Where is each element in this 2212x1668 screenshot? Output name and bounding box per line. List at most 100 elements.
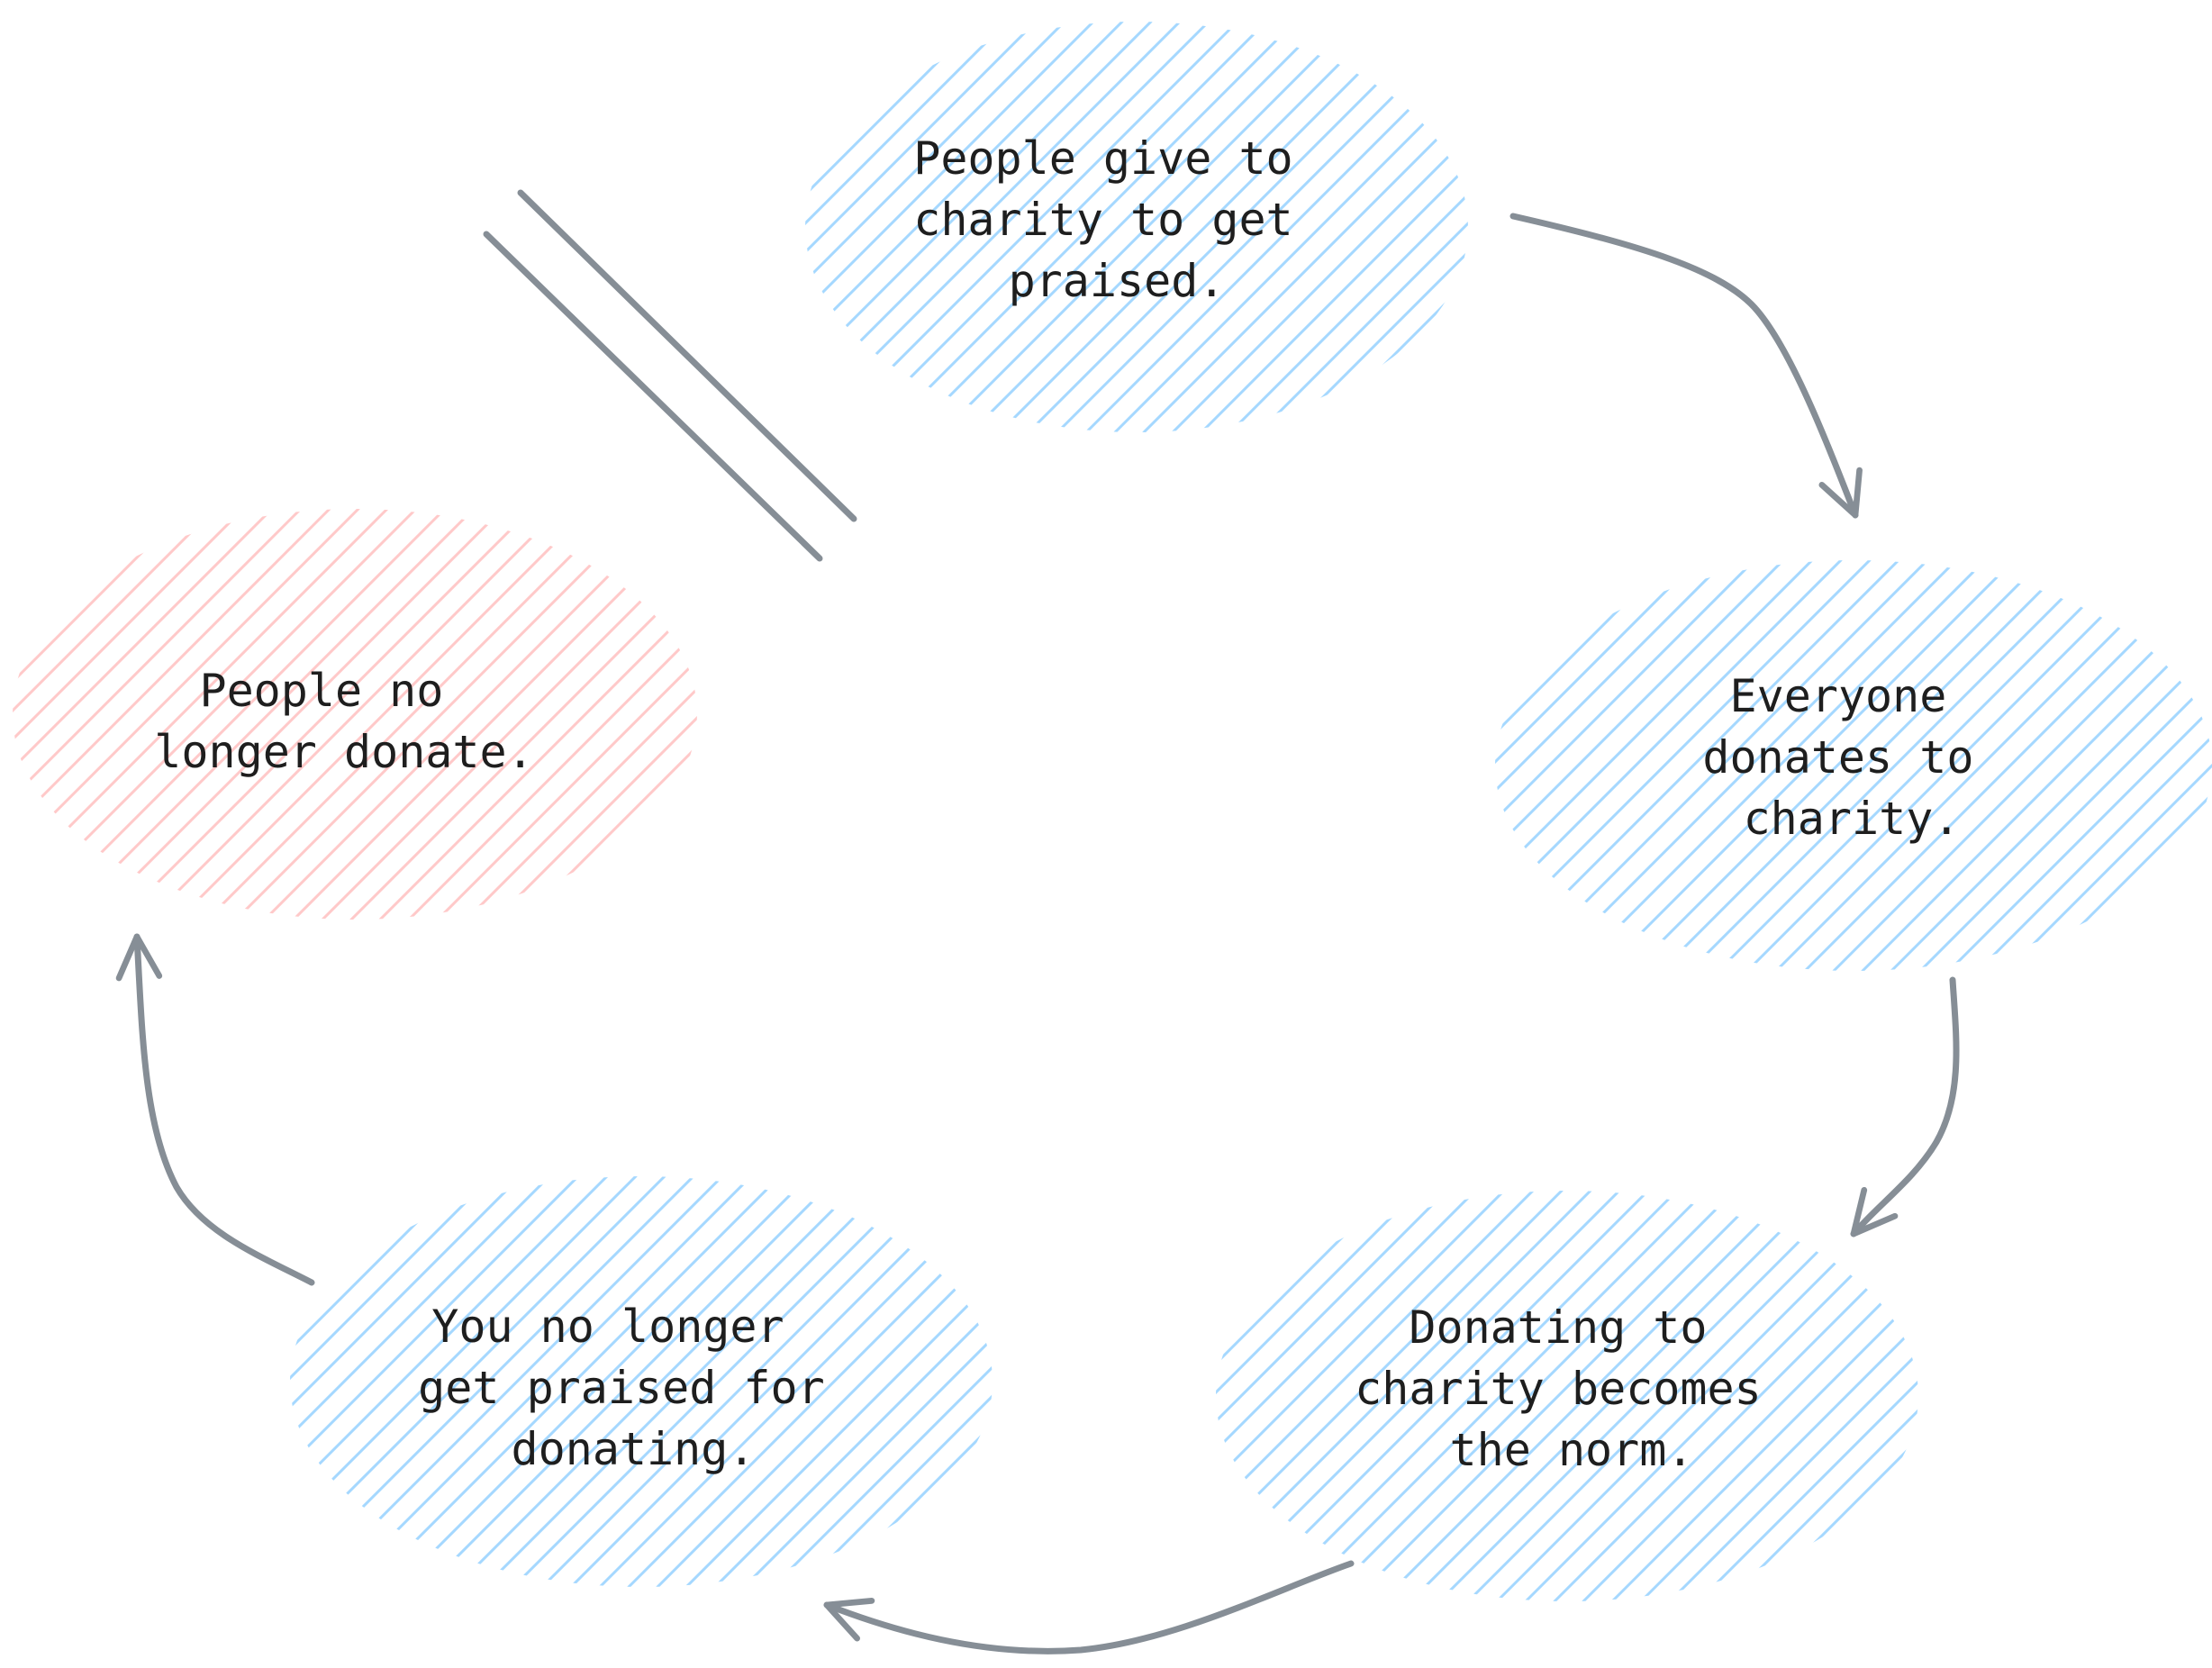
hatch-line	[1688, 560, 2102, 971]
hatch-line	[1495, 560, 1814, 971]
hatch-line	[13, 509, 159, 920]
hatch-line	[407, 509, 697, 920]
hatch-line	[1601, 560, 2016, 971]
hatch-line	[805, 22, 1066, 432]
node-everyone-line-1: Everyone	[1730, 670, 1947, 722]
hatch-line	[1495, 560, 1670, 971]
hatch-line	[771, 1176, 993, 1587]
hatch-line	[1890, 560, 2212, 971]
node-no-donate-hatch-fill	[13, 509, 697, 920]
hatch-line	[1870, 1191, 1918, 1601]
hatch-line	[13, 509, 245, 920]
hatch-line	[1216, 1191, 1391, 1601]
hatch-line	[1495, 560, 1756, 971]
node-no-donate-line-2: longer donate.	[154, 726, 533, 778]
hatch-line	[290, 1176, 321, 1587]
edge-norm-to-no-praise-arrow[interactable]	[823, 1560, 1355, 1654]
hatch-line	[1322, 1191, 1736, 1601]
hatch-line	[13, 509, 72, 920]
hatch-line	[1544, 560, 1958, 971]
hatch-line	[1726, 1191, 1918, 1601]
hatch-line	[742, 1176, 993, 1587]
hatch-line	[1582, 1191, 1918, 1601]
hatch-line	[1286, 22, 1468, 432]
hatch-line	[177, 509, 591, 920]
edge-praise-to-everyone-arrow[interactable]	[1509, 213, 1863, 519]
hatch-line	[61, 509, 476, 920]
hatch-line	[483, 1176, 897, 1587]
hatch-line	[13, 509, 303, 920]
hatch-line	[800, 1176, 993, 1587]
node-no-praise[interactable]: You no longer get praised for donating.	[0, 1176, 1414, 1587]
node-no-donate[interactable]: People no longer donate.	[0, 509, 1108, 920]
hatch-line	[1754, 1191, 1918, 1601]
hatch-line	[2062, 560, 2212, 971]
hatch-line	[13, 509, 187, 920]
hatch-line	[1697, 1191, 1918, 1601]
node-praise-text: People give to charity to get praised.	[913, 132, 1320, 307]
node-no-praise-text: You no longer get praised for donating.	[418, 1301, 852, 1475]
hatch-line	[1265, 1191, 1679, 1601]
hatch-line	[825, 22, 1239, 432]
hatch-line	[1027, 22, 1441, 432]
hatch-line	[998, 22, 1412, 432]
hatch-line	[944, 1176, 993, 1587]
hatch-line	[638, 509, 697, 920]
hatch-line	[263, 509, 677, 920]
hatch-line	[290, 1176, 292, 1587]
hatch-line	[1929, 1191, 2212, 1601]
hatch-line	[805, 22, 1124, 432]
hatch-line	[1495, 560, 1555, 971]
hatch-line	[656, 1176, 993, 1587]
hatch-line	[1841, 1191, 1918, 1601]
edge-everyone-to-norm-arrow[interactable]	[1850, 976, 1960, 1237]
hatch-line	[1257, 22, 1468, 432]
hatch-line	[13, 509, 130, 920]
hatch-line	[290, 1176, 465, 1587]
node-praise[interactable]: People give to charity to get praised.	[394, 22, 1900, 432]
hatch-line	[973, 1176, 993, 1587]
hatch-line	[378, 509, 697, 920]
hatch-line	[90, 509, 504, 920]
hatch-line	[1216, 1191, 1506, 1601]
hatch-line	[540, 1176, 955, 1587]
break-mark-line-2	[483, 231, 823, 562]
hatch-line	[1639, 1191, 1918, 1601]
node-everyone[interactable]: Everyone donates to charity.	[1084, 560, 2212, 971]
hatch-line	[1409, 1191, 1823, 1601]
hatch-line	[396, 1176, 811, 1587]
hatch-line	[32, 509, 447, 920]
hatch-line	[494, 509, 697, 920]
hatch-line	[13, 509, 274, 920]
hatch-line	[2005, 560, 2212, 971]
hatch-line	[1216, 1191, 1247, 1601]
node-no-praise-line-2: get praised for	[418, 1362, 825, 1414]
hatch-line	[969, 22, 1383, 432]
hatch-line	[290, 1176, 609, 1587]
hatch-line	[290, 1176, 378, 1587]
hatch-line	[1216, 1191, 1275, 1601]
edge-no-praise-to-no-donate-arrow[interactable]	[115, 933, 315, 1286]
hatch-line	[805, 22, 1095, 432]
node-norm[interactable]: Donating to charity becomes the norm.	[805, 1191, 2212, 1601]
hatch-line	[805, 22, 865, 432]
hatch-line	[13, 509, 101, 920]
hatch-line	[310, 1176, 724, 1587]
hatch-line	[290, 1176, 580, 1587]
hatch-line	[2120, 560, 2212, 971]
hatch-line	[1142, 22, 1468, 432]
hatch-line	[1659, 560, 2073, 971]
hatch-line	[13, 509, 14, 920]
hatch-line	[805, 22, 807, 432]
node-no-praise-line-3: donating.	[512, 1423, 756, 1475]
hatch-line	[13, 509, 331, 920]
hatch-line	[436, 509, 697, 920]
break-mark	[483, 189, 857, 562]
hatch-line	[148, 509, 562, 920]
hatch-line	[1003, 1176, 1414, 1587]
hatch-line	[1774, 560, 2189, 971]
hatch-line	[1216, 1191, 1535, 1601]
hatch-line	[339, 1176, 753, 1587]
hatch-line	[425, 1176, 839, 1587]
